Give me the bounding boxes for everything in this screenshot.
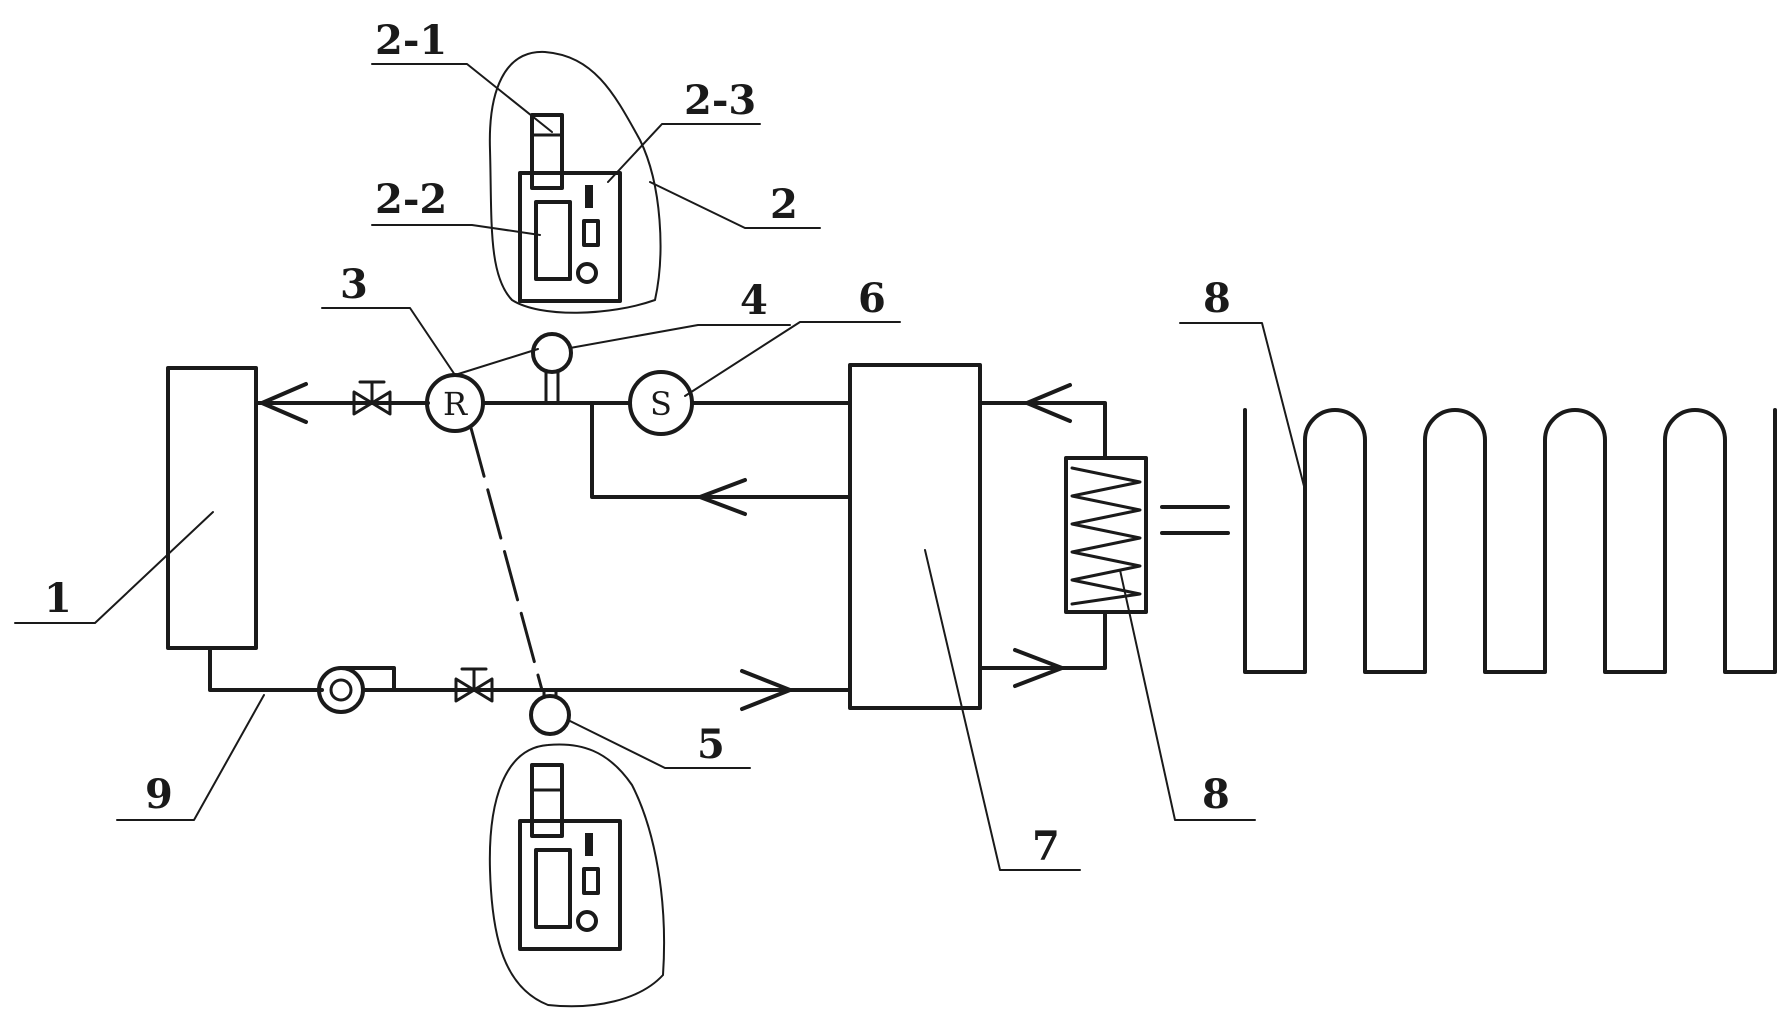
bottom-pipe-tank [208, 646, 324, 692]
label-2-2: 2-2 [375, 176, 447, 223]
label-2: 2 [770, 181, 798, 228]
leader-line-2 [649, 181, 821, 229]
knob-top [576, 262, 598, 284]
device-top-box-bottom [530, 763, 564, 838]
leader-line-5 [567, 719, 751, 769]
sensor-link-r-4 [454, 348, 539, 376]
label-1: 1 [44, 575, 72, 622]
leader-line-3 [321, 307, 456, 376]
indicator-slot-top [585, 185, 593, 208]
button-slot-top [582, 219, 600, 247]
connection-equals-icon [1160, 505, 1230, 535]
leader-line-1 [14, 511, 214, 624]
button-slot-bottom [582, 867, 600, 895]
label-3: 3 [340, 261, 368, 308]
flow-arrow-left [260, 382, 308, 424]
s-symbol: S [650, 385, 672, 423]
indicator-slot-bottom [585, 833, 593, 856]
leader-line-7 [924, 549, 1081, 871]
label-5: 5 [697, 721, 725, 768]
gauge-component-4 [531, 332, 573, 374]
leader-line-2-3 [607, 123, 761, 183]
leader-line-6 [684, 321, 901, 397]
unit-component-7 [848, 363, 982, 710]
leader-line-2-2 [371, 224, 541, 236]
valve-icon-bottom [454, 667, 494, 703]
device-screen-bottom [534, 848, 572, 929]
label-8-bottom: 8 [1202, 771, 1230, 818]
leader-line-8-bottom [1119, 569, 1256, 821]
component-2-1-box [530, 113, 564, 190]
device-body-top [518, 171, 622, 303]
leader-line-4 [569, 324, 791, 349]
return-branch-pipe [590, 401, 852, 499]
tank-component-1 [166, 366, 258, 650]
leader-line-8-top [1179, 322, 1306, 491]
label-8-top: 8 [1203, 275, 1231, 322]
component-2-2-screen [534, 200, 572, 281]
enclosure-component-2 [488, 50, 662, 314]
r-symbol: R [443, 385, 468, 423]
label-4: 4 [740, 277, 768, 324]
hx-loop-pipe [978, 401, 1107, 670]
leader-line-2-1 [371, 63, 553, 133]
flow-arrow-bottom [740, 669, 792, 711]
gauge-component-5 [529, 694, 571, 736]
flow-arrow-return [698, 478, 747, 516]
valve-icon-top [352, 380, 392, 416]
flow-arrow-hx-in [1025, 383, 1072, 423]
flow-arrow-hx-out [1013, 648, 1064, 688]
gauge-4-stem [544, 370, 560, 405]
coil-zigzag [1070, 466, 1142, 606]
knob-bottom [576, 910, 598, 932]
coil-component-8 [1064, 456, 1148, 614]
device-body-bottom [518, 819, 622, 951]
gauge-5-stem [542, 688, 558, 699]
label-2-1: 2-1 [375, 17, 447, 64]
floor-heating-coil [1243, 408, 1777, 674]
label-6: 6 [858, 275, 886, 322]
enclosure-bottom [488, 743, 666, 1008]
label-7: 7 [1032, 823, 1060, 870]
label-9: 9 [145, 771, 173, 818]
label-2-3: 2-3 [684, 77, 756, 124]
leader-line-9 [116, 694, 265, 821]
dashed-link-r-5 [469, 426, 544, 692]
